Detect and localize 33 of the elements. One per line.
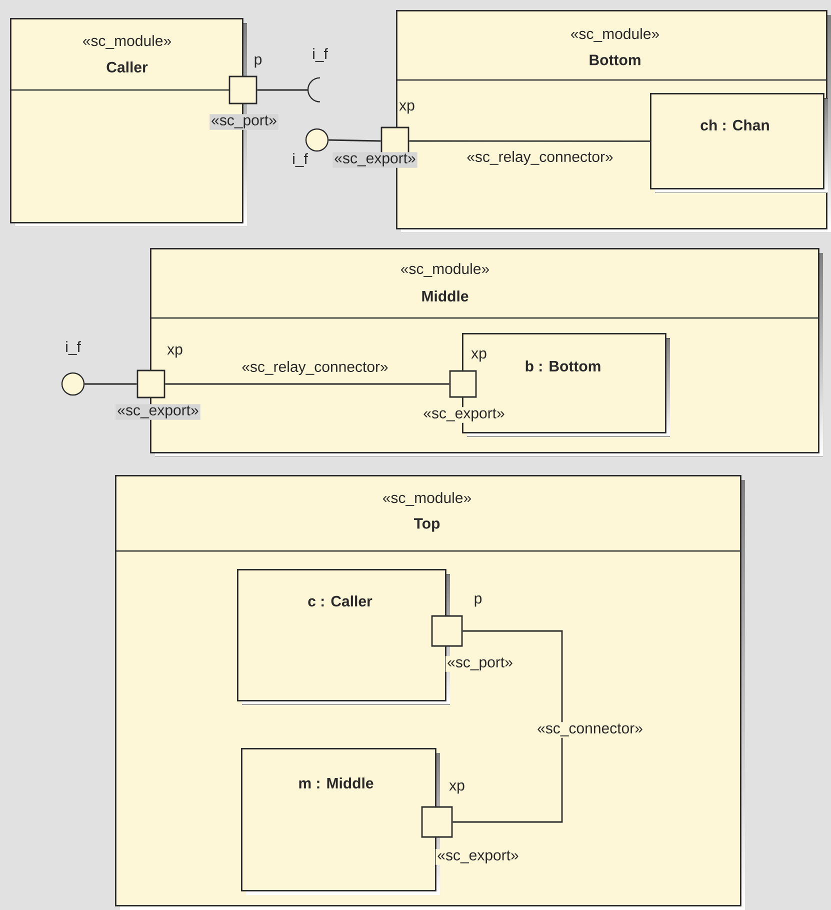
port-label: «sc_port» <box>210 114 278 130</box>
stereotype-label: «sc_export» <box>332 152 418 168</box>
port-square <box>431 615 463 647</box>
port-label: «sc_export» <box>436 849 520 865</box>
connector-line <box>409 140 650 142</box>
port-square <box>228 76 258 104</box>
port-square <box>449 370 477 398</box>
port-square <box>136 370 166 398</box>
port-name: xp <box>167 346 182 358</box>
connector-line <box>257 89 308 91</box>
port-name: i_f <box>293 153 308 167</box>
edge-label: «sc_connector» <box>536 722 644 738</box>
part-box: ch : Chan <box>650 93 828 193</box>
port-label: «sc_export» <box>422 407 506 423</box>
port-name: i_f <box>66 341 81 355</box>
port-name: i_f <box>313 48 328 62</box>
port-label: «sc_port» <box>446 656 514 672</box>
port-label: xp <box>471 350 486 362</box>
connector-line <box>328 139 381 142</box>
port-name: p <box>254 56 262 68</box>
edge-label: «sc_relay_connector» <box>240 360 390 376</box>
port-name: xp <box>449 782 464 794</box>
port-name: p <box>474 595 482 607</box>
interface-circle <box>305 128 329 152</box>
connector-line <box>84 383 137 385</box>
socket-arc <box>307 77 320 102</box>
port-name: xp <box>399 102 414 114</box>
stereotype-label: «sc_export» <box>116 404 200 420</box>
port-square <box>421 806 453 838</box>
connector-line <box>165 383 450 385</box>
edge-label: «sc_relay_connector» <box>465 150 615 166</box>
connector-line <box>452 630 563 823</box>
interface-circle <box>61 372 85 396</box>
